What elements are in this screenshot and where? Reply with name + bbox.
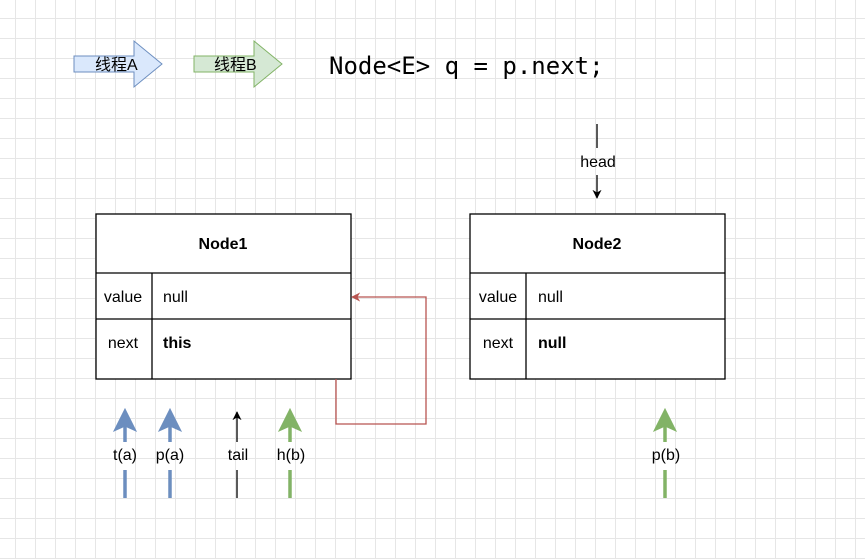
pointer-tail-label: tail [228, 447, 248, 464]
node2-value: null [538, 289, 563, 306]
node2-box [469, 213, 726, 380]
self-reference-arrow [335, 292, 427, 425]
pointer-p-a-label: p(a) [156, 447, 184, 464]
node2-value-label: value [479, 289, 517, 306]
node1-value: null [163, 289, 188, 306]
node1-box [95, 213, 352, 380]
pointer-p-b-label: p(b) [652, 447, 680, 464]
node1: Node1 value null next this [95, 213, 352, 380]
node1-next: this [163, 335, 192, 352]
head-label: head [580, 154, 616, 171]
pointer-h-b-label: h(b) [277, 447, 305, 464]
pointer-t-a-arrowhead [112, 407, 138, 433]
node1-next-label: next [108, 335, 139, 352]
thread-a-arrow-shape [73, 39, 163, 89]
pointer-p-b: p(b) [652, 407, 680, 498]
pointer-h-b-arrowhead [277, 407, 303, 433]
pointer-tail: tail [228, 411, 248, 498]
thread-a-label: 线程A [95, 56, 138, 74]
thread-b-label: 线程B [214, 56, 257, 74]
thread-b-arrow-shape [193, 39, 283, 89]
node1-value-label: value [104, 289, 142, 306]
pointer-t-a: t(a) [112, 407, 138, 498]
legend-thread-b: 线程B [193, 39, 283, 89]
pointer-p-a: p(a) [156, 407, 184, 498]
node1-title: Node1 [199, 236, 248, 253]
node2-next: null [538, 335, 566, 352]
node2-title: Node2 [573, 236, 622, 253]
pointer-h-b: h(b) [277, 407, 305, 498]
pointer-p-b-arrowhead [652, 407, 678, 433]
legend-thread-a: 线程A [73, 39, 163, 89]
node2: Node2 value null next null [469, 213, 726, 380]
code-snippet: Node<E> q = p.next; [329, 52, 604, 80]
pointer-t-a-label: t(a) [113, 447, 137, 464]
node2-next-label: next [483, 335, 514, 352]
pointer-p-a-arrowhead [157, 407, 183, 433]
